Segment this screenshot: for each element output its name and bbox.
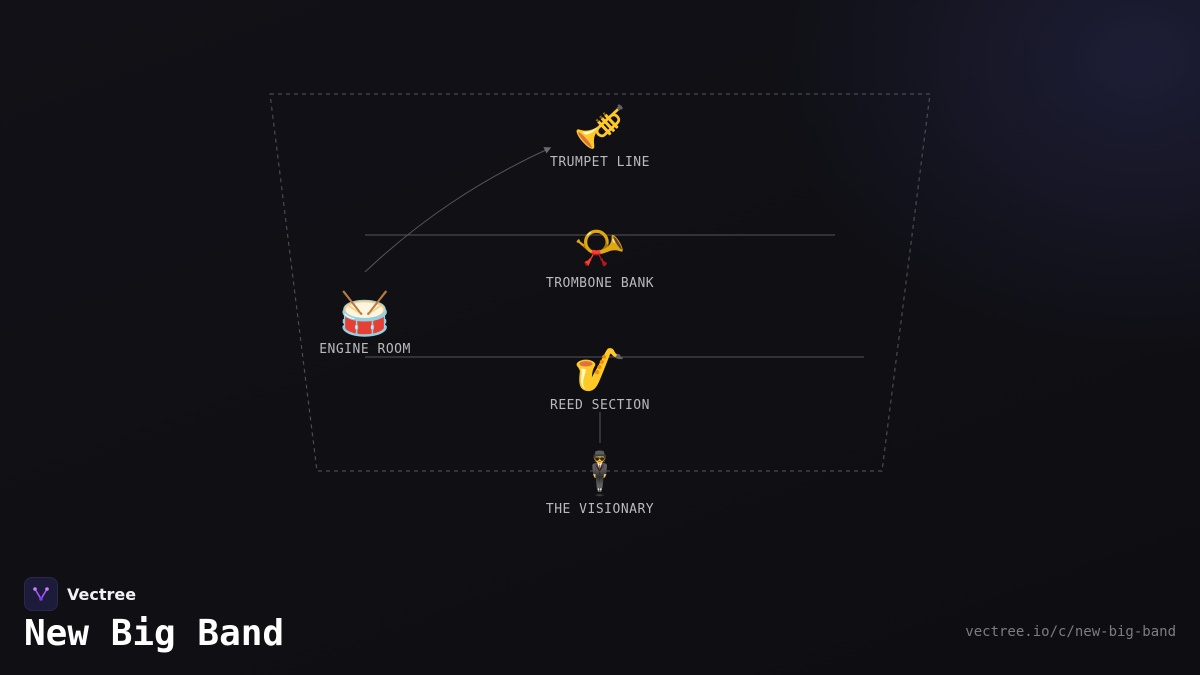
trumpet-icon: 🎺 (573, 102, 627, 151)
node-label: TROMBONE BANK (545, 276, 655, 291)
brand[interactable]: Vectree (24, 577, 136, 611)
postal-horn-icon: 📯 (573, 223, 627, 272)
node-engine-room[interactable]: 🥁 ENGINE ROOM (275, 288, 455, 357)
node-trombone-bank[interactable]: 📯 TROMBONE BANK (510, 222, 690, 291)
node-label: TRUMPET LINE (550, 155, 650, 170)
page-url[interactable]: vectree.io/c/new-big-band (965, 624, 1176, 640)
node-label: THE VISIONARY (545, 502, 655, 517)
node-the-visionary[interactable]: 🕴️ THE VISIONARY (510, 448, 690, 517)
brand-name: Vectree (67, 584, 137, 604)
node-reed-section[interactable]: 🎷 REED SECTION (510, 344, 690, 413)
stage-frame (269, 93, 931, 472)
drum-icon: 🥁 (338, 289, 392, 338)
node-trumpet-line[interactable]: 🎺 TRUMPET LINE (510, 101, 690, 170)
node-label: REED SECTION (550, 398, 650, 413)
engine-to-trumpet-arrow (364, 147, 552, 273)
levitating-man-icon: 🕴️ (573, 449, 627, 498)
node-label: ENGINE ROOM (319, 342, 411, 357)
saxophone-icon: 🎷 (573, 345, 627, 394)
vectree-logo-icon (24, 577, 58, 611)
page-title: New Big Band (24, 613, 285, 654)
